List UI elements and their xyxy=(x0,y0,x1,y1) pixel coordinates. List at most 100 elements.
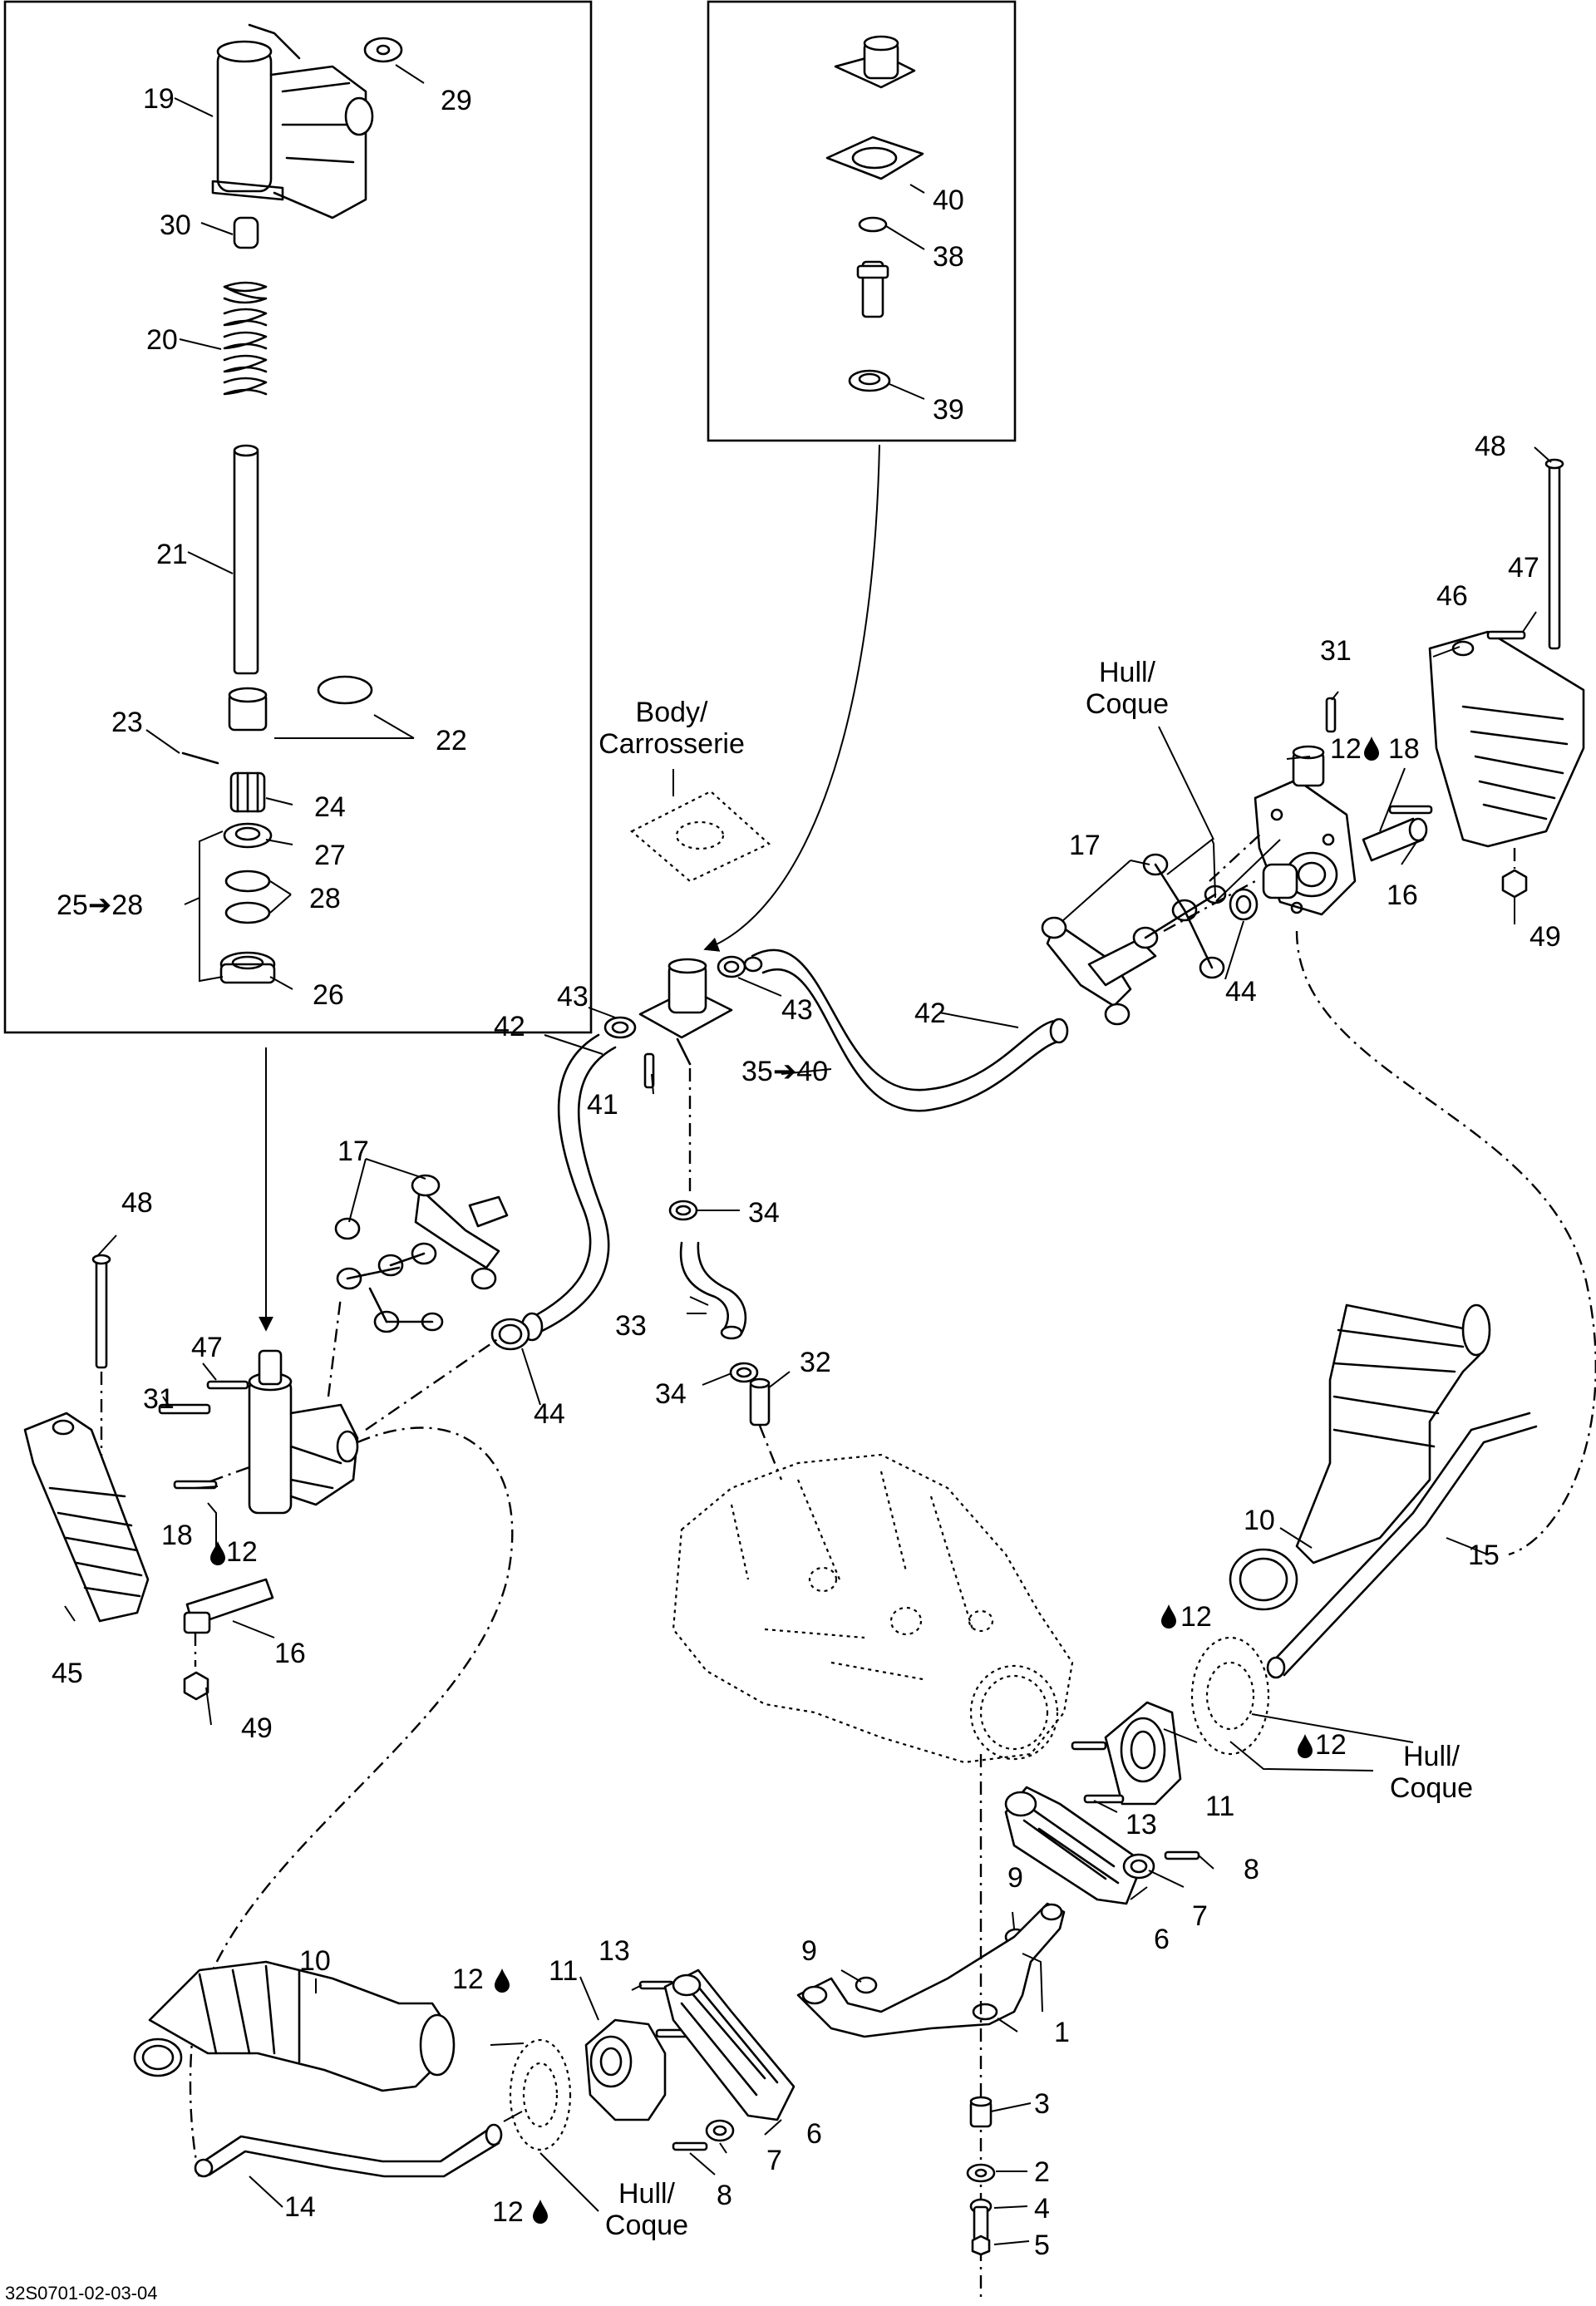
callout-14: 14 xyxy=(284,2191,316,2223)
callout-11-left: 11 xyxy=(549,1955,578,1987)
callout-42-left: 42 xyxy=(494,1011,525,1042)
callout-27: 27 xyxy=(314,840,346,871)
callout-12-left-bottom: 12 xyxy=(492,2196,524,2228)
body-label-line2: Carrosserie xyxy=(598,728,745,760)
o-ring-38 xyxy=(858,216,888,233)
callout-40: 40 xyxy=(933,185,964,216)
callout-29: 29 xyxy=(441,85,472,116)
cover-46 xyxy=(1428,630,1585,848)
cover-45 xyxy=(23,1412,150,1623)
flange-11-left xyxy=(584,2018,667,2121)
steering-arm-17-right xyxy=(1041,853,1227,1026)
retainer-30 xyxy=(233,216,259,249)
bolt-8-left xyxy=(672,2141,708,2151)
callout-26: 26 xyxy=(313,979,344,1011)
callout-49-left: 49 xyxy=(241,1712,273,1744)
callout-1: 1 xyxy=(1054,2017,1070,2048)
callout-10-left: 10 xyxy=(299,1945,331,1977)
callout-22: 22 xyxy=(436,725,467,756)
callout-41: 41 xyxy=(587,1089,618,1121)
bolt-8-right xyxy=(1164,1850,1200,1860)
callout-labels: 19 29 30 20 21 22 23 24 27 28 25➔28 26 4… xyxy=(52,83,1561,2261)
hose-42-right xyxy=(751,949,1069,1112)
hose-42-left xyxy=(520,1033,617,1342)
valve-cover-top xyxy=(834,35,916,89)
callout-43-left: 43 xyxy=(557,981,589,1013)
steering-column-assembly-right xyxy=(1254,745,1357,916)
callout-20: 20 xyxy=(146,324,178,356)
callout-13-left: 13 xyxy=(598,1935,630,1967)
callout-8-right: 8 xyxy=(1244,1854,1259,1885)
callout-10-right: 10 xyxy=(1244,1505,1275,1536)
hull-label-right-line1: Hull/ xyxy=(1403,1741,1461,1772)
valve-housing-35 xyxy=(638,958,733,1066)
callout-12-right-mid: 12 xyxy=(1180,1601,1212,1633)
steering-bracket-1 xyxy=(796,1902,1066,2038)
callout-2: 2 xyxy=(1034,2156,1050,2188)
clamp-34-bottom xyxy=(729,1362,759,1383)
gear-24 xyxy=(229,771,266,813)
callout-45: 45 xyxy=(52,1658,83,1689)
callout-34-bottom: 34 xyxy=(655,1378,687,1410)
callout-44-right: 44 xyxy=(1225,976,1257,1008)
callout-39: 39 xyxy=(933,394,964,426)
bolt-5 xyxy=(971,2205,991,2256)
cable-route-right xyxy=(1295,930,1596,1556)
callout-47-left: 47 xyxy=(191,1332,223,1363)
callout-30: 30 xyxy=(160,209,191,241)
callout-11-right: 11 xyxy=(1205,1791,1234,1822)
callout-47-right: 47 xyxy=(1508,552,1539,584)
detail-frame-support-valve xyxy=(707,0,1017,442)
lever-6-right xyxy=(1004,1786,1145,1905)
hull-label-top-line2: Coque xyxy=(1086,688,1169,720)
seal-39 xyxy=(848,369,891,392)
lever-6-left xyxy=(663,1968,796,2121)
hull-label-bottom-line2: Coque xyxy=(605,2210,688,2241)
duct-10-left xyxy=(133,1960,456,2092)
washer-7-right xyxy=(1122,1853,1155,1880)
screw-47-left xyxy=(206,1380,249,1390)
screw-right-top xyxy=(1071,1741,1107,1751)
screw-31-right xyxy=(1325,697,1337,733)
pin-23 xyxy=(181,751,219,765)
callout-48-left: 48 xyxy=(121,1187,153,1219)
callout-4: 4 xyxy=(1034,2193,1050,2225)
callout-18-left: 18 xyxy=(161,1520,193,1551)
callout-7-right: 7 xyxy=(1192,1900,1208,1932)
hull-label-top-line1: Hull/ xyxy=(1099,657,1156,688)
washer-7-left xyxy=(705,2119,735,2142)
steering-arm-17-left xyxy=(334,1174,509,1333)
callout-16-right: 16 xyxy=(1387,880,1418,911)
callout-12-left: 12 xyxy=(226,1536,258,1568)
callout-8-left: 8 xyxy=(717,2180,732,2211)
axis-left-arm xyxy=(327,1296,342,1397)
callout-12-right-low: 12 xyxy=(1315,1729,1347,1761)
bushing-44-left xyxy=(490,1318,530,1351)
seal-26 xyxy=(219,951,276,984)
nut-49-right xyxy=(1501,869,1528,899)
fitting-32 xyxy=(749,1377,771,1426)
washer-29 xyxy=(363,37,403,63)
bolt-48-left xyxy=(95,1258,108,1369)
ring-28a xyxy=(224,870,271,893)
callout-46: 46 xyxy=(1436,580,1468,612)
callout-31-right: 31 xyxy=(1320,635,1352,667)
callout-33: 33 xyxy=(615,1310,647,1342)
callout-16-left: 16 xyxy=(274,1638,306,1669)
drop-icon xyxy=(1298,1734,1313,1758)
detail-frame-steering-column xyxy=(3,0,593,1034)
hose-33 xyxy=(679,1241,747,1340)
jet-pump-housing-outline xyxy=(672,1453,1074,1764)
washer-2 xyxy=(966,2163,996,2183)
callout-9-center: 9 xyxy=(801,1935,817,1967)
cable-14 xyxy=(194,2123,503,2178)
clamp-43-left xyxy=(603,1016,637,1039)
callout-19: 19 xyxy=(143,83,175,115)
drop-icon xyxy=(210,1541,225,1565)
callout-21: 21 xyxy=(156,539,188,570)
bolt-48-right xyxy=(1548,464,1561,650)
callout-43-right: 43 xyxy=(781,994,813,1026)
callout-42-right: 42 xyxy=(914,998,946,1029)
bushing-44-right xyxy=(1229,888,1259,921)
spring-20 xyxy=(223,281,268,396)
